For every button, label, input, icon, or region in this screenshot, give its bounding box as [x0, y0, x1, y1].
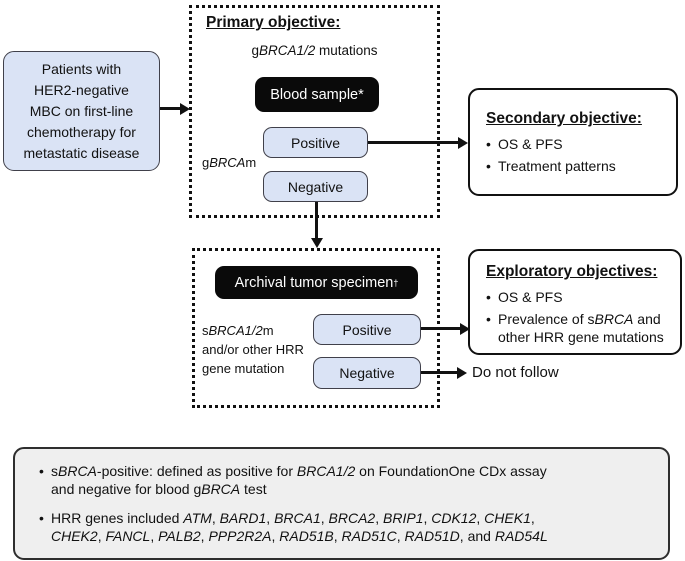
tumor-negative-node: Negative [313, 357, 421, 389]
footnote-line: sBRCA-positive: defined as positive for … [51, 463, 547, 479]
sbrca-side-label-line: and/or other HRR [202, 342, 304, 357]
sbrca-side-label-line: gene mutation [202, 361, 285, 376]
list-item-line: Prevalence of sBRCA and [498, 311, 661, 327]
secondary-objective-list: OS & PFS Treatment patterns [484, 135, 666, 175]
arrowhead-right-icon [460, 322, 470, 335]
arrow-negative-to-tumor-panel [310, 202, 323, 248]
patient-line: HER2-negative [34, 81, 129, 98]
exploratory-objectives-list: OS & PFS Prevalence of sBRCA and other H… [484, 288, 670, 346]
list-item-line: other HRR gene mutations [498, 329, 664, 345]
gbrcam-side-label: gBRCAm [202, 155, 257, 170]
arrow-positive-to-secondary [368, 136, 468, 149]
footnote-item: HRR genes included ATM, BARD1, BRCA1, BR… [37, 509, 658, 545]
patient-line: metastatic disease [23, 144, 140, 161]
list-item: Prevalence of sBRCA and other HRR gene m… [484, 310, 670, 346]
footnote-line: CHEK2, FANCL, PALB2, PPP2R2A, RAD51B, RA… [51, 528, 548, 544]
gbrca-mutations-label: gBRCA1/2 mutations [251, 43, 378, 58]
patient-line: chemotherapy for [27, 123, 136, 140]
exploratory-objectives-panel: Exploratory objectives: OS & PFS Prevale… [468, 249, 682, 355]
arrowhead-right-icon [457, 366, 467, 379]
blood-positive-node: Positive [263, 127, 368, 158]
arrow-positive-to-exploratory [421, 322, 470, 335]
blood-sample-node: Blood sample* [255, 77, 379, 112]
arrow-negative-to-do-not-follow [421, 366, 467, 379]
list-item: Treatment patterns [484, 157, 666, 175]
list-item: OS & PFS [484, 288, 670, 306]
patient-line: MBC on first-line [29, 102, 134, 119]
primary-objective-panel [189, 5, 440, 218]
list-item: OS & PFS [484, 135, 666, 153]
arrowhead-right-icon [180, 102, 190, 115]
footnote-list: sBRCA-positive: defined as positive for … [37, 462, 658, 545]
patient-population-text: Patients with HER2-negative MBC on first… [24, 59, 140, 164]
archival-specimen-node: Archival tumor specimen† [215, 266, 418, 299]
sbrca-side-label-line: sBRCA1/2m [202, 323, 274, 338]
tumor-positive-node: Positive [313, 314, 421, 345]
arrow-patient-to-primary [160, 102, 190, 115]
arrowhead-down-icon [310, 238, 323, 248]
footnote-line: and negative for blood gBRCA test [51, 481, 267, 497]
patient-population-node: Patients with HER2-negative MBC on first… [3, 51, 160, 171]
exploratory-objectives-title: Exploratory objectives: [486, 263, 658, 280]
arrowhead-right-icon [458, 136, 468, 149]
sbrca-side-label: sBRCA1/2m and/or other HRR gene mutation [202, 321, 304, 378]
blood-negative-node: Negative [263, 171, 368, 202]
footnote-line: HRR genes included ATM, BARD1, BRCA1, BR… [51, 510, 535, 526]
secondary-objective-panel: Secondary objective: OS & PFS Treatment … [468, 88, 678, 196]
patient-line: Patients with [41, 60, 122, 77]
footnote-item: sBRCA-positive: defined as positive for … [37, 462, 658, 498]
secondary-objective-title: Secondary objective: [486, 110, 642, 127]
do-not-follow-label: Do not follow [472, 364, 559, 381]
primary-objective-title: Primary objective: [206, 14, 341, 31]
footnote-panel: sBRCA-positive: defined as positive for … [13, 447, 670, 560]
